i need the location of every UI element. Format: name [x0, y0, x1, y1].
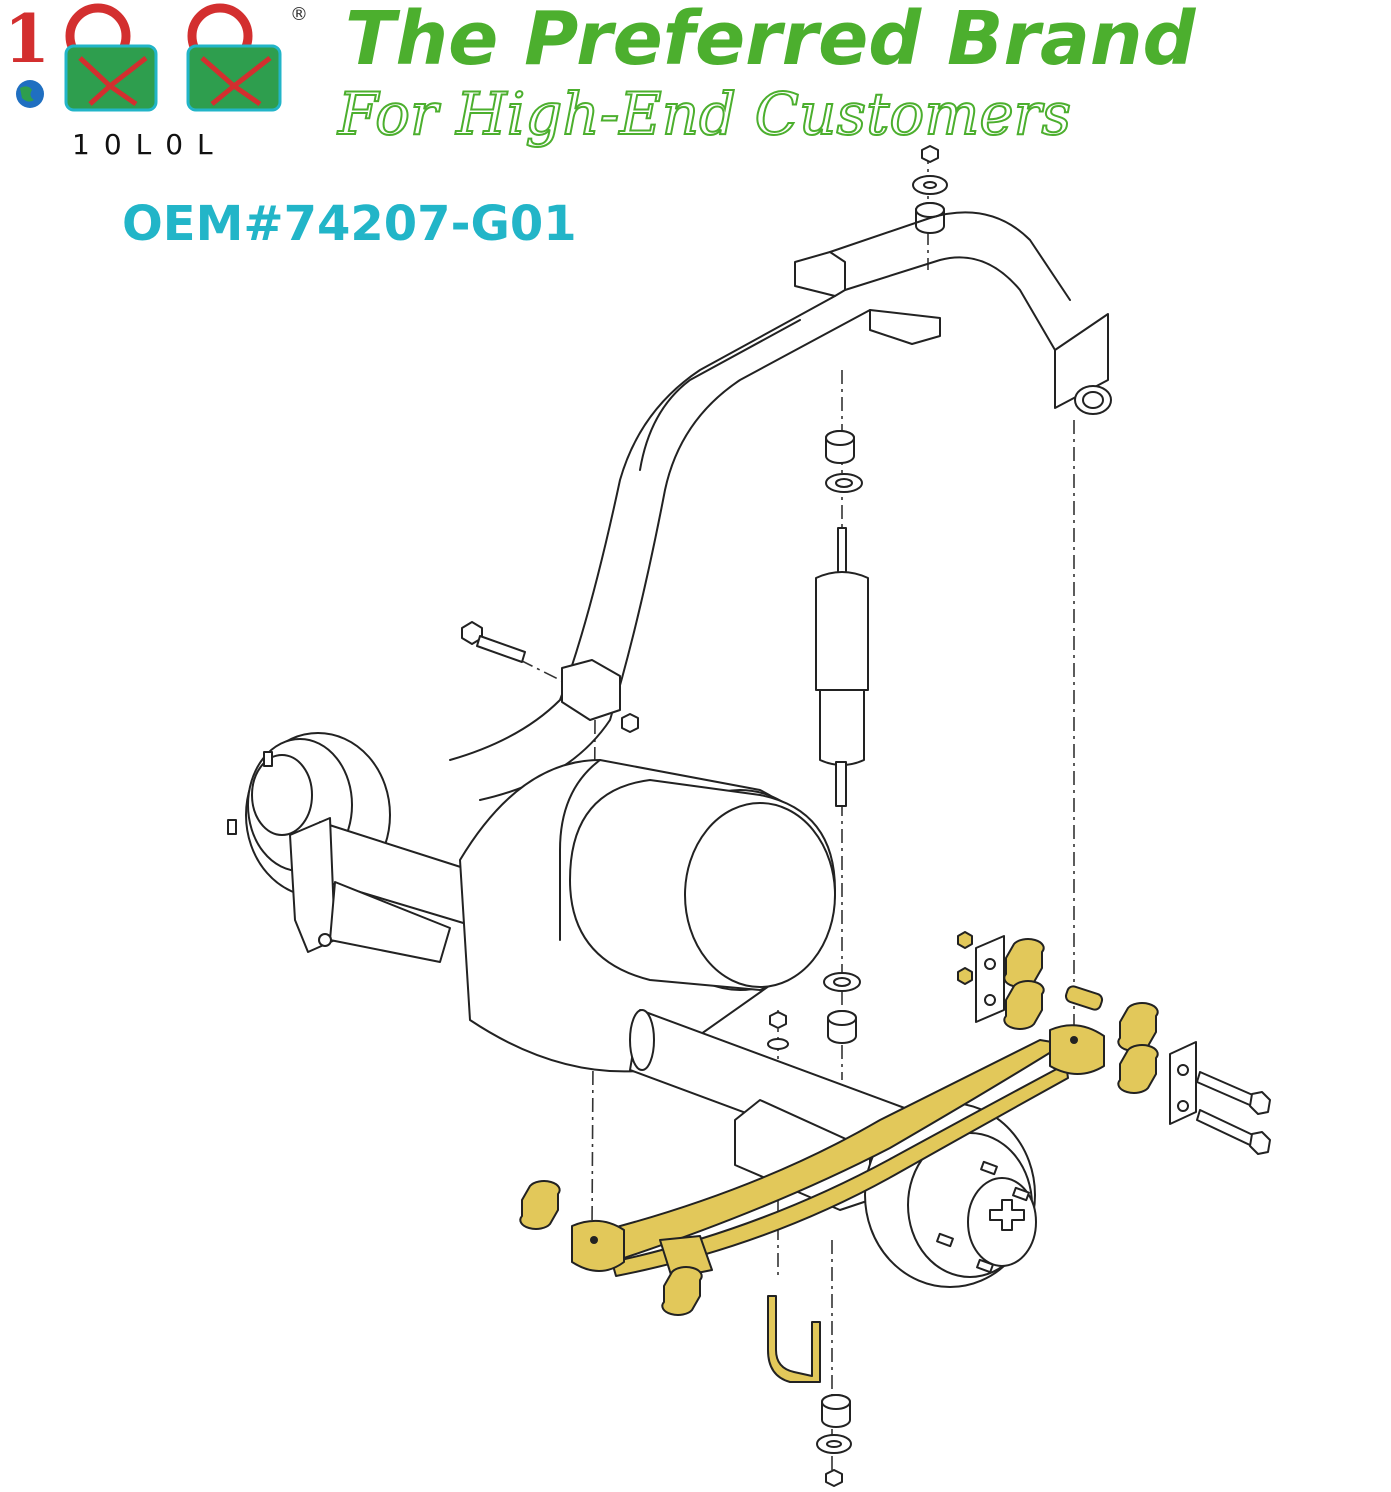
- svg-text:1: 1: [4, 0, 50, 78]
- shock-absorber: [815, 430, 869, 1044]
- brand-logo: 1 ®: [4, 0, 308, 112]
- u-bolt: [767, 1295, 821, 1383]
- frame-crossmember: [449, 211, 1112, 801]
- leaf-spring: [571, 1024, 1105, 1279]
- registered-mark: ®: [290, 4, 308, 25]
- top-mount-hardware: [912, 145, 948, 234]
- oem-number: OEM#74207-G01: [122, 196, 577, 252]
- headline: The Preferred Brand: [345, 0, 1196, 82]
- spring-bushings: [519, 938, 1159, 1316]
- rear-axle-housing: [227, 732, 1037, 1288]
- bottom-mount-hardware: [816, 1394, 852, 1487]
- logo-wordmark: 10L0L: [72, 128, 227, 161]
- spring-shackle: [957, 931, 1271, 1155]
- bracket-bolt: [461, 621, 639, 733]
- axle-hardware: [767, 1011, 789, 1050]
- globe-icon: [16, 80, 44, 108]
- tagline: For High-End Customers: [337, 79, 1072, 149]
